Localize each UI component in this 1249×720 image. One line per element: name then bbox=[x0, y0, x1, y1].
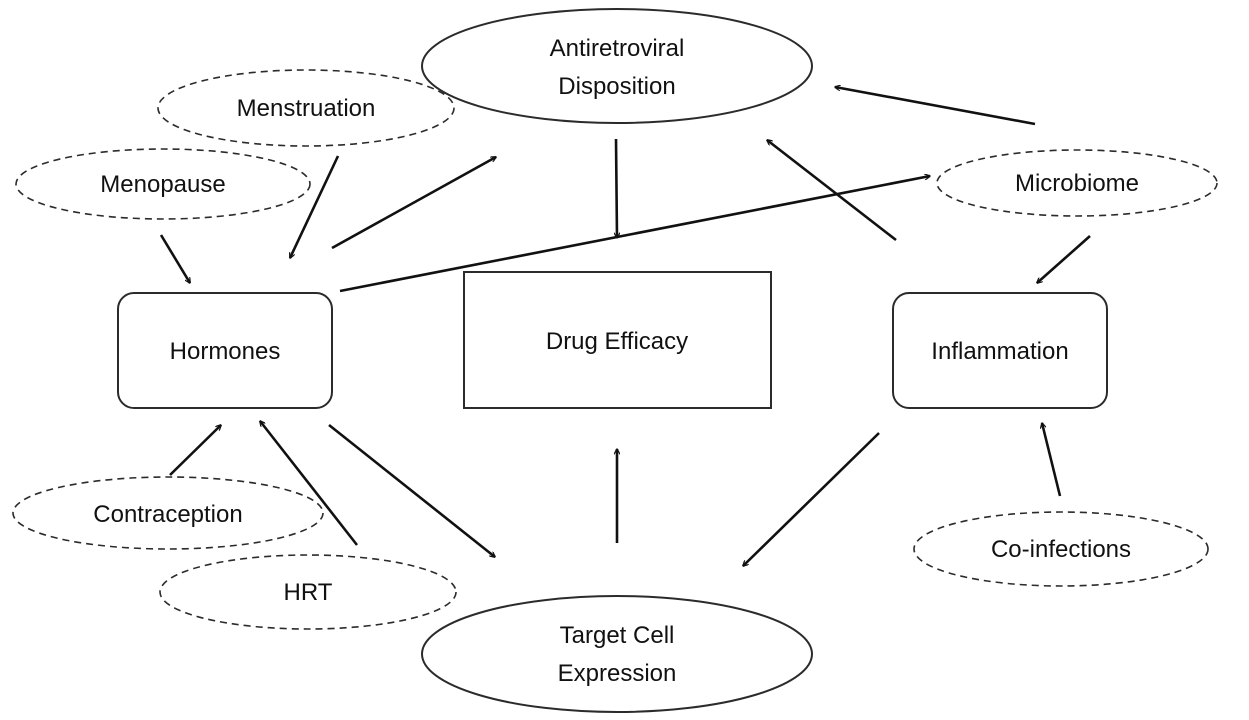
microbiome-label: Microbiome bbox=[1015, 170, 1139, 197]
arrow-contraception-to-hormones bbox=[169, 425, 221, 476]
target-cell-label-line-1: Target Cell bbox=[560, 622, 675, 649]
menopause-label: Menopause bbox=[100, 171, 225, 198]
arrow-inflammation-to-target-cell bbox=[743, 432, 880, 566]
menstruation-label: Menstruation bbox=[237, 95, 376, 122]
node-co-infections: Co-infections bbox=[913, 511, 1209, 587]
inflammation-label: Inflammation bbox=[931, 338, 1068, 365]
node-microbiome: Microbiome bbox=[936, 149, 1218, 217]
contraception-label: Contraception bbox=[93, 501, 242, 528]
arrow-inflammation-to-antiretroviral bbox=[767, 140, 897, 242]
node-contraception: Contraception bbox=[12, 476, 324, 550]
arrow-microbiome-to-inflammation bbox=[1037, 235, 1091, 283]
node-drug-efficacy: Drug Efficacy bbox=[463, 271, 772, 409]
arrow-menopause-to-hormones bbox=[159, 234, 192, 283]
drug-efficacy-label: Drug Efficacy bbox=[546, 328, 688, 355]
antiretroviral-label-line-1: Antiretroviral bbox=[550, 35, 685, 62]
arrow-microbiome-to-antiretroviral bbox=[835, 87, 1036, 126]
arrow-hormones-to-antiretroviral bbox=[331, 155, 496, 250]
node-target-cell-expression: Target Cell Expression bbox=[421, 595, 813, 713]
hormones-label: Hormones bbox=[170, 338, 281, 365]
antiretroviral-label-line-2: Disposition bbox=[558, 73, 675, 100]
hrt-label: HRT bbox=[284, 579, 333, 606]
node-hrt: HRT bbox=[159, 554, 457, 630]
co-infections-label: Co-infections bbox=[991, 536, 1131, 563]
node-hormones: Hormones bbox=[117, 292, 333, 409]
arrow-menstruation-to-hormones bbox=[288, 155, 340, 258]
node-antiretroviral-disposition: Antiretroviral Disposition bbox=[421, 8, 813, 124]
arrow-hormones-to-target-cell bbox=[328, 423, 495, 557]
arrow-hormones-to-microbiome bbox=[339, 176, 930, 293]
node-menopause: Menopause bbox=[15, 148, 311, 220]
node-inflammation: Inflammation bbox=[892, 292, 1108, 409]
node-menstruation: Menstruation bbox=[157, 69, 455, 147]
arrow-co-infections-to-inflammation bbox=[1042, 423, 1062, 497]
target-cell-label-line-2: Expression bbox=[558, 660, 677, 687]
arrow-antiretroviral-to-drug-efficacy bbox=[616, 138, 617, 238]
arrow-hrt-to-hormones bbox=[260, 421, 359, 546]
